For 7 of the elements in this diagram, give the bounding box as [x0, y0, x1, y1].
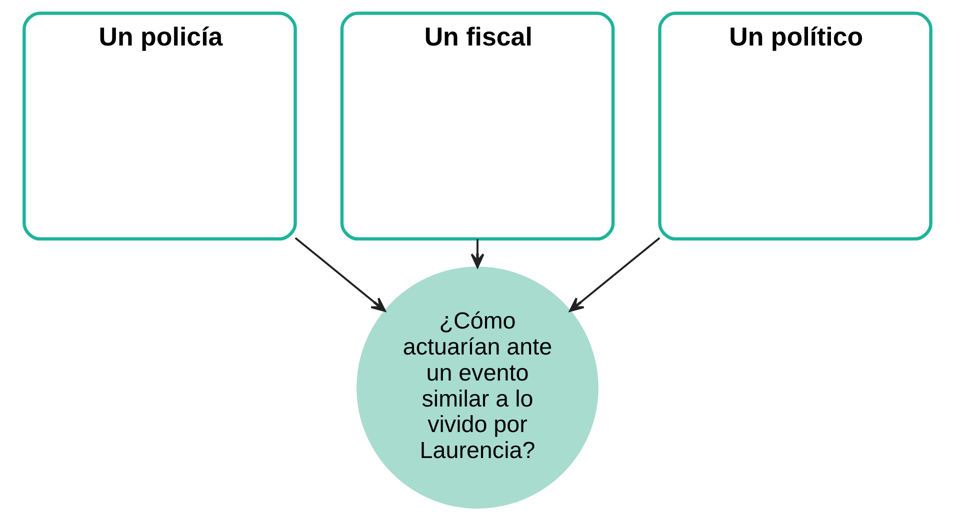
arrow [470, 239, 484, 268]
node-box: Un político [658, 12, 932, 241]
arrow [294, 237, 386, 312]
node-box: Un policía [22, 12, 297, 241]
arrow [569, 237, 660, 312]
node-circle: ¿Cómo actuarían ante un evento similar a lo vivido por Laurencia? [356, 266, 598, 509]
node-box: Un fiscal [340, 12, 615, 241]
